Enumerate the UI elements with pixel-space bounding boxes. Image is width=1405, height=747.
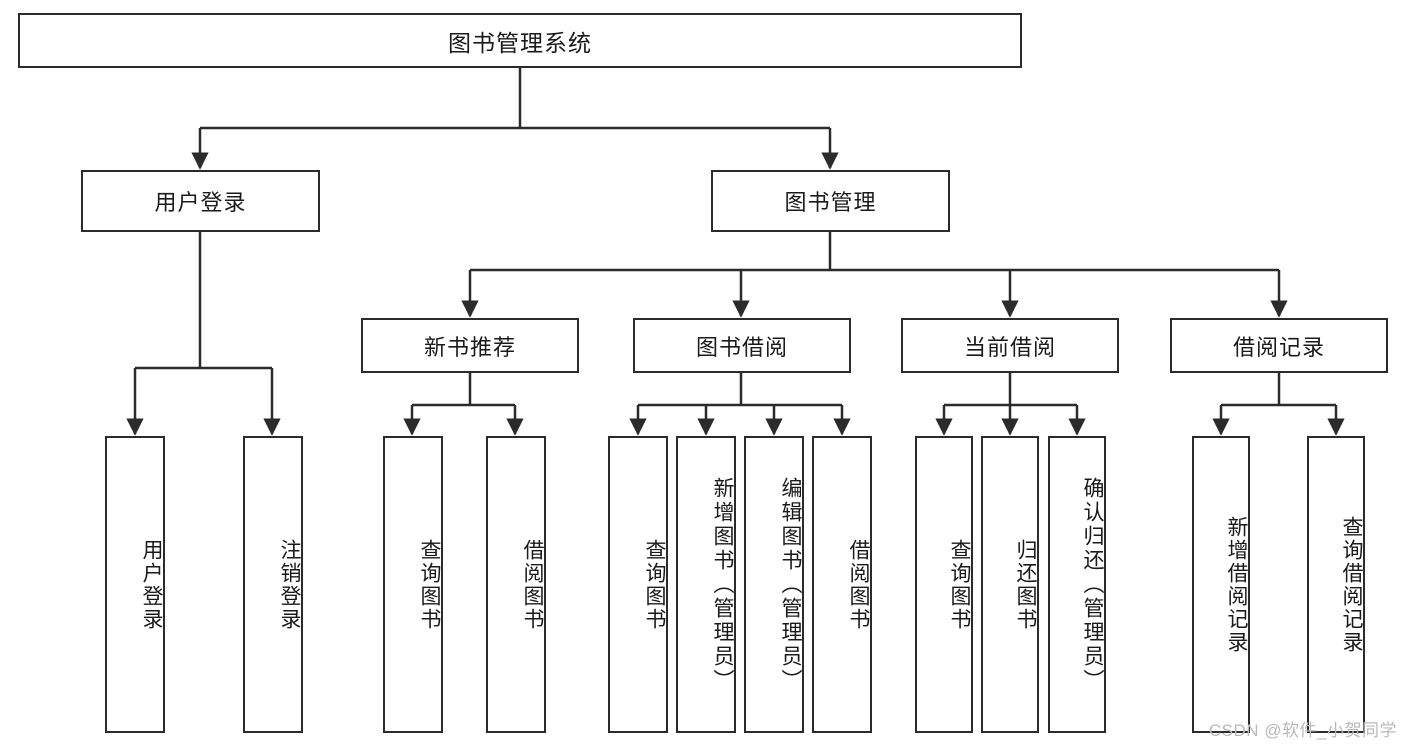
node-leaf-current-query-label: 查询图书 (948, 538, 971, 631)
node-leaf-record-query-label: 查询借阅记录 (1340, 515, 1363, 654)
node-leaf-user-login[interactable]: 用户登录 (105, 436, 165, 733)
node-leaf-record-query[interactable]: 查询借阅记录 (1307, 436, 1365, 733)
node-leaf-borrow-do[interactable]: 借阅图书 (812, 436, 872, 733)
node-borrow-record[interactable]: 借阅记录 (1170, 318, 1388, 373)
node-leaf-current-return[interactable]: 归还图书 (981, 436, 1039, 733)
node-leaf-borrow-query-label: 查询图书 (643, 538, 666, 631)
node-leaf-borrow-add[interactable]: 新增图书（管理员） (676, 436, 736, 733)
node-leaf-current-return-label: 归还图书 (1014, 538, 1037, 631)
node-book-borrow-label: 图书借阅 (695, 334, 788, 360)
node-leaf-record-add[interactable]: 新增借阅记录 (1192, 436, 1250, 733)
node-leaf-newbook-borrow-label: 借阅图书 (521, 538, 544, 631)
node-book-borrow[interactable]: 图书借阅 (633, 318, 851, 373)
node-borrow-record-label: 借阅记录 (1232, 334, 1325, 360)
node-leaf-borrow-do-label: 借阅图书 (847, 538, 870, 631)
node-book-manage[interactable]: 图书管理 (711, 170, 950, 232)
node-leaf-newbook-borrow[interactable]: 借阅图书 (486, 436, 546, 733)
node-leaf-borrow-query[interactable]: 查询图书 (608, 436, 668, 733)
node-leaf-user-logout[interactable]: 注销登录 (243, 436, 303, 733)
node-book-manage-label: 图书管理 (784, 190, 877, 215)
watermark: CSDN @软件_小贺同学 (1208, 721, 1397, 740)
node-user-login[interactable]: 用户登录 (81, 170, 320, 232)
node-leaf-user-logout-label: 注销登录 (278, 538, 301, 631)
node-leaf-record-add-label: 新增借阅记录 (1225, 515, 1248, 654)
node-leaf-user-login-label: 用户登录 (140, 538, 163, 631)
node-leaf-newbook-query[interactable]: 查询图书 (383, 436, 443, 733)
node-leaf-current-confirm-label: 确认归还（管理员） (1081, 476, 1104, 693)
node-current-borrow-label: 当前借阅 (963, 334, 1056, 360)
node-leaf-newbook-query-label: 查询图书 (418, 538, 441, 631)
node-new-book-label: 新书推荐 (423, 334, 516, 360)
node-leaf-current-query[interactable]: 查询图书 (915, 436, 973, 733)
node-root-label: 图书管理系统 (448, 29, 592, 56)
node-root[interactable]: 图书管理系统 (18, 13, 1022, 68)
node-leaf-borrow-add-label: 新增图书（管理员） (711, 476, 734, 693)
node-leaf-borrow-edit-label: 编辑图书（管理员） (779, 476, 802, 693)
node-leaf-borrow-edit[interactable]: 编辑图书（管理员） (744, 436, 804, 733)
node-current-borrow[interactable]: 当前借阅 (901, 318, 1119, 373)
node-leaf-current-confirm[interactable]: 确认归还（管理员） (1048, 436, 1106, 733)
node-new-book[interactable]: 新书推荐 (361, 318, 579, 373)
node-user-login-label: 用户登录 (154, 190, 247, 215)
